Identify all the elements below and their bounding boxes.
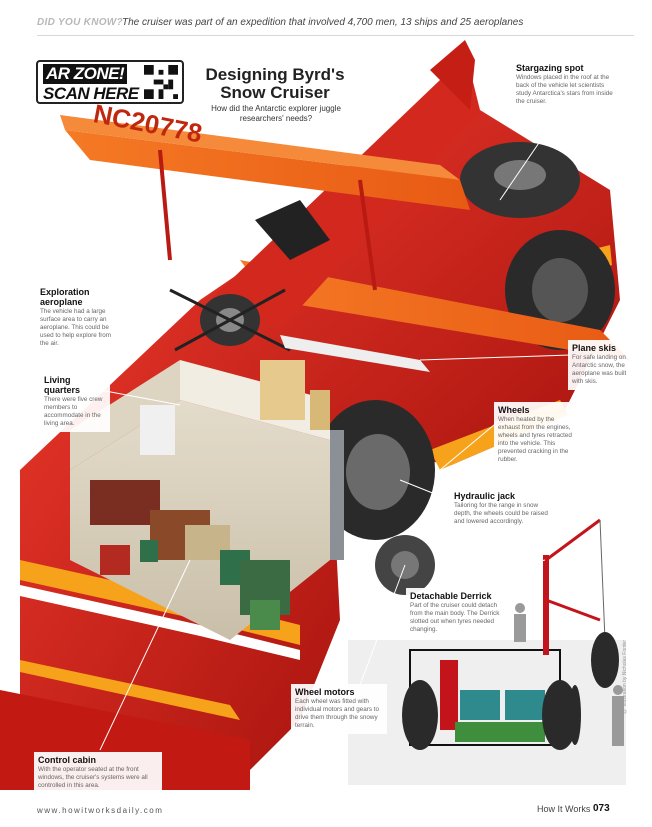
hydraulic-jack	[330, 430, 344, 560]
page-number: 073	[593, 803, 610, 814]
callout-heading: Hydraulic jack	[454, 491, 516, 501]
callout-derrick: Detachable Derrick Part of the cruiser c…	[406, 588, 510, 638]
callout-heading: Detachable Derrick	[410, 591, 492, 601]
plane-tail	[430, 40, 475, 110]
illustration-credit: © Illustration by Nicholas Forder	[622, 640, 628, 714]
plane-fuselage	[210, 70, 480, 330]
cockpit-window	[255, 200, 330, 260]
callout-heading: Exploration aeroplane	[40, 287, 90, 307]
callout-wheel-motors: Wheel motors Each wheel was fitted with …	[291, 684, 387, 734]
footer-magazine-name: How It Works	[537, 804, 591, 814]
qr-code-icon[interactable]	[144, 65, 178, 99]
callout-body: Each wheel was fitted with individual mo…	[295, 698, 380, 729]
callout-body: There were five crew members to accommod…	[44, 396, 103, 427]
callout-heading: Wheels	[498, 405, 530, 415]
did-you-know-kicker: DID YOU KNOW?	[37, 17, 123, 28]
ar-zone-label: AR ZONE!	[43, 64, 128, 84]
inset-wheel-left	[402, 680, 438, 750]
callout-body: Tailoring for the range in snow depth, t…	[454, 502, 548, 525]
callout-heading: Plane skis	[572, 343, 617, 353]
page-subtitle: How did the Antarctic explorer juggle re…	[211, 104, 341, 123]
worker-silhouette	[514, 614, 526, 642]
callout-body: For safe landing on Antarctic snow, the …	[572, 354, 627, 385]
cabinet	[260, 360, 305, 420]
header-divider	[37, 35, 634, 36]
did-you-know-fact: The cruiser was part of an expedition th…	[122, 17, 524, 28]
callout-hydraulic-jack: Hydraulic jack Tailoring for the range i…	[450, 488, 556, 530]
hanging-tyre	[591, 632, 619, 688]
callout-control-cabin: Control cabin With the operator seated a…	[34, 752, 162, 794]
callout-heading: Living quarters	[44, 375, 81, 395]
plane-ski	[280, 335, 430, 372]
inset-wheel-right	[542, 680, 578, 750]
inset-tank-right	[505, 690, 545, 720]
inset-tank-left	[460, 690, 500, 720]
callout-stargazing: Stargazing spot Windows placed in the ro…	[512, 60, 620, 110]
callout-living-quarters: Living quarters There were five crew mem…	[40, 372, 110, 432]
snow-cruiser-illustration: NC20778	[0, 40, 630, 790]
plane-upper-wing	[65, 130, 470, 210]
scan-here-label: SCAN HERE	[43, 84, 139, 103]
footer-url[interactable]: www.howitworksdaily.com	[37, 806, 164, 815]
operator-seat	[100, 545, 130, 575]
callout-body: The vehicle had a large surface area to …	[40, 308, 112, 347]
callout-aeroplane: Exploration aeroplane The vehicle had a …	[36, 284, 122, 352]
callout-heading: Stargazing spot	[516, 63, 584, 73]
control-desk	[90, 480, 160, 525]
callout-body: With the operator seated at the front wi…	[38, 766, 148, 789]
ar-zone-badge[interactable]: AR ZONE! SCAN HERE	[36, 60, 184, 104]
derrick-mast	[543, 555, 549, 655]
top-bar: DID YOU KNOW? The cruiser was part of an…	[0, 0, 652, 40]
callout-plane-skis: Plane skis For safe landing on Antarctic…	[568, 340, 634, 390]
callout-heading: Wheel motors	[295, 687, 355, 697]
callout-heading: Control cabin	[38, 755, 96, 765]
stove	[140, 405, 175, 455]
page-title: Designing Byrd's Snow Cruiser	[205, 65, 345, 102]
plane-lower-wing	[240, 260, 630, 360]
callout-body: Part of the cruiser could detach from th…	[410, 602, 500, 633]
callout-body: When heated by the exhaust from the engi…	[498, 416, 572, 463]
callout-wheels: Wheels When heated by the exhaust from t…	[494, 402, 578, 468]
callout-body: Windows placed in the roof at the back o…	[516, 74, 613, 105]
